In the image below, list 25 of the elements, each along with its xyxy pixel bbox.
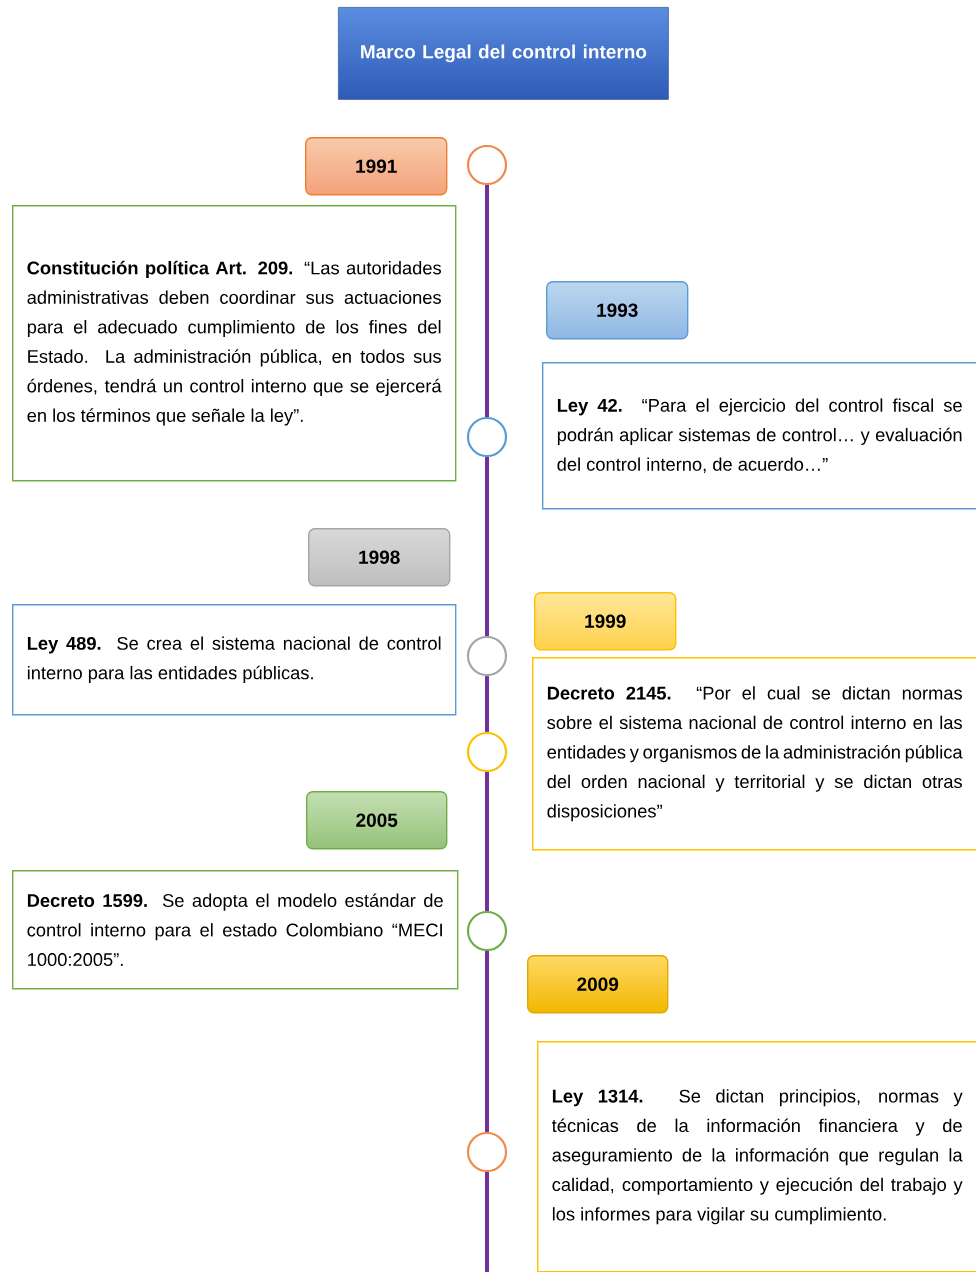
timeline-line bbox=[485, 185, 489, 417]
year-badge: 1991 bbox=[305, 137, 448, 196]
timeline-circle bbox=[466, 910, 508, 952]
timeline-line bbox=[485, 676, 489, 732]
description-box: Ley 1314. Se dictan principios, normas y técnicas de la información financiera y de aseguramiento de la información que regulan la calidad, comportamiento y ejecución del trabajo y los informes para vigilar su cumplimiento. bbox=[537, 1041, 976, 1272]
year-badge: 1998 bbox=[308, 528, 451, 587]
timeline-line bbox=[485, 772, 489, 911]
year-badge: 1999 bbox=[534, 592, 677, 651]
timeline-circle bbox=[466, 731, 508, 773]
description-box: Constitución política Art. 209. “Las autoridades administrativas deben coordinar sus actuaciones para el adecuado cumplimiento de los fines del Estado. La administración pública, en todos sus órdenes, tendrá un control interno que se ejercerá en los términos que señale la ley”. bbox=[12, 205, 457, 482]
description-box: Decreto 2145. “Por el cual se dictan normas sobre el sistema nacional de control interno en las entidades y organismos de la administración pública del orden nacional y territorial y se dictan otras disposiciones” bbox=[532, 657, 976, 851]
description-box: Ley 42. “Para el ejercicio del control fiscal se podrán aplicar sistemas de control… y evaluación del control interno, de acuerdo…” bbox=[542, 362, 976, 510]
timeline-line bbox=[485, 951, 489, 1132]
year-badge: 2005 bbox=[306, 791, 448, 850]
description-box: Decreto 1599. Se adopta el modelo estándar de control interno para el estado Colombiano “MECI 1000:2005”. bbox=[12, 870, 459, 990]
timeline-circle bbox=[466, 416, 508, 458]
description-box: Ley 489. Se crea el sistema nacional de control interno para las entidades públicas. bbox=[12, 604, 457, 716]
timeline-circle bbox=[466, 635, 508, 677]
year-badge: 1993 bbox=[546, 281, 689, 340]
year-badge: 2009 bbox=[527, 955, 669, 1014]
timeline-circle bbox=[466, 144, 508, 186]
title-box: Marco Legal del control interno bbox=[338, 7, 669, 100]
timeline-line bbox=[485, 1172, 489, 1272]
timeline-circle bbox=[466, 1131, 508, 1173]
timeline-line bbox=[485, 457, 489, 636]
